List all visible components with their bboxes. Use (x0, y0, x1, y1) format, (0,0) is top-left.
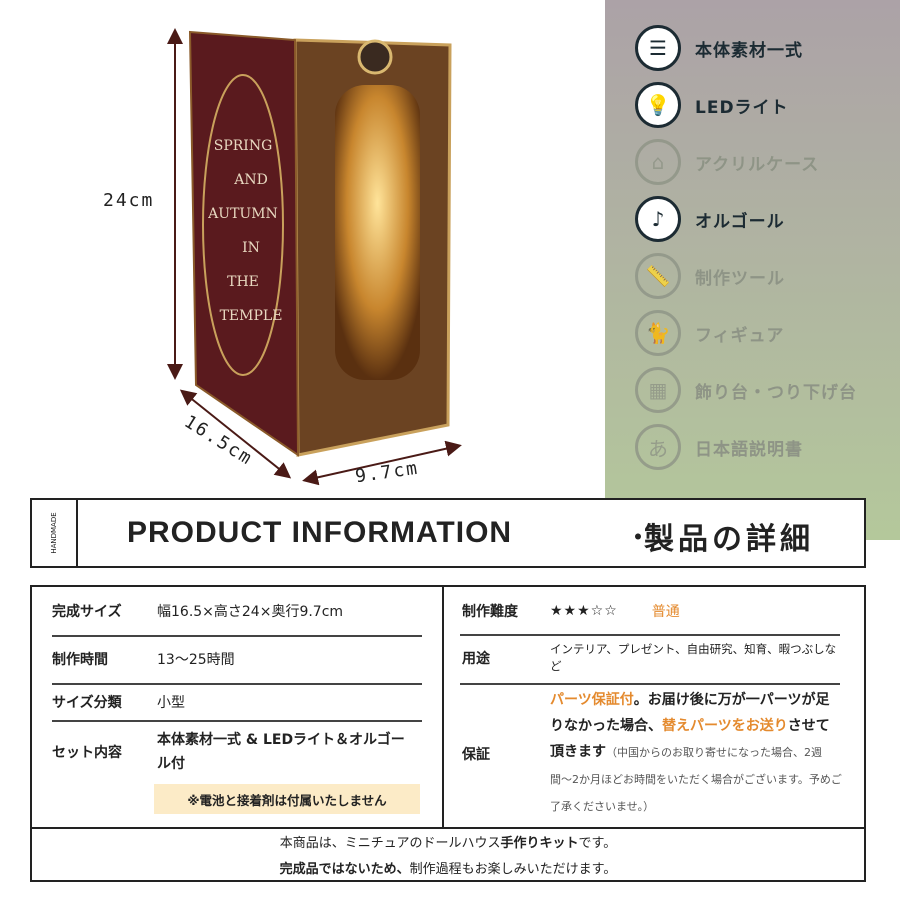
feature-item: 📏 制作ツール (635, 250, 785, 302)
row-divider (52, 635, 422, 637)
difficulty-stars: ★★★☆☆ (550, 603, 618, 619)
cover-frame (202, 74, 284, 376)
row-divider (52, 720, 422, 722)
row-divider (460, 634, 840, 636)
difficulty-level: 普通 (651, 604, 680, 620)
battery-notice: ※電池と接着剤は付属いたしません (154, 784, 420, 814)
warranty-highlight: 替えパーツをお送り (662, 718, 788, 734)
included-items-panel: ☰ 本体素材一式 💡 LEDライト ⌂ アクリルケース ♪ オルゴール 📏 制作ツール 🐈 フィギュア… (605, 0, 900, 540)
cover-title-word: THE (227, 274, 259, 290)
section-header: HANDMADE PRODUCT INFORMATION ・ 製品の詳細 (30, 498, 866, 568)
notice-bold: 完成品ではないため、 (279, 862, 410, 877)
feature-label: 日本語説明書 (695, 439, 803, 460)
feature-label: LEDライト (695, 97, 789, 118)
row-size-class: サイズ分類 小型 (52, 692, 185, 712)
column-divider (442, 587, 444, 827)
notice-bold: 手作りキット (500, 836, 579, 851)
easel-icon: ▦ (635, 367, 681, 413)
feature-item: ▦ 飾り台・つり下げ台 (635, 364, 857, 416)
house-icon: ⌂ (635, 139, 681, 185)
row-key: 保証 (462, 746, 490, 763)
handmade-label: HANDMADE (50, 512, 58, 554)
row-contents: セット内容 本体素材一式 & LEDライト＆オルゴール付 (52, 728, 422, 776)
row-divider (52, 683, 422, 685)
music-note-icon: ♪ (635, 196, 681, 242)
row-difficulty: 制作難度 ★★★☆☆ 普通 (462, 601, 680, 621)
feature-label: 飾り台・つり下げ台 (695, 382, 857, 403)
warranty-note: （中国からのお取り寄せになった場合、2週間〜2か月ほどお時間をいただく場合がござ… (550, 746, 842, 813)
warranty-highlight: パーツ保証付 (550, 692, 634, 708)
notice-text: です。 (578, 836, 617, 851)
feature-label: オルゴール (695, 211, 785, 232)
cover-title-word: AUTUMN (207, 206, 278, 222)
cat-icon: 🐈 (635, 310, 681, 356)
depth-arrow (302, 440, 462, 486)
row-key: 制作時間 (52, 652, 108, 668)
warranty-body: 。お届け後に万が一パーツが足りなかった場合、 (550, 692, 830, 734)
notice-text: 本商品は、ミニチュアのドールハウス (279, 836, 501, 851)
cover-title-word: IN (242, 240, 260, 256)
row-value: 幅16.5×高さ24×奥行9.7cm (157, 604, 344, 620)
cover-title-word: TEMPLE (220, 308, 283, 324)
feature-label: フィギュア (695, 325, 785, 346)
feature-item: ☰ 本体素材一式 (635, 22, 803, 74)
footer-divider (32, 827, 864, 829)
warranty-body: させて頂きます (550, 718, 830, 760)
row-key: 制作難度 (462, 604, 518, 620)
row-time: 制作時間 13〜25時間 (52, 649, 235, 669)
row-warranty: 保証 パーツ保証付。お届け後に万が一パーツが足りなかった場合、替えパーツをお送り… (462, 687, 852, 820)
warranty-text: パーツ保証付。お届け後に万が一パーツが足りなかった場合、替えパーツをお送りさせて… (550, 687, 842, 820)
row-value: 13〜25時間 (157, 652, 235, 668)
feature-item: ♪ オルゴール (635, 193, 785, 245)
notice-text: 制作過程もお楽しみいただけます。 (409, 862, 617, 877)
hiragana-a-icon: あ (635, 424, 681, 470)
feature-label: 本体素材一式 (695, 40, 803, 61)
width-arrow (179, 389, 292, 479)
row-key: サイズ分類 (52, 695, 122, 711)
feature-item: 🐈 フィギュア (635, 307, 784, 359)
cover-title-word: AND (233, 172, 268, 188)
row-divider (460, 683, 840, 685)
row-usage: 用途 インテリア、プレゼント、自由研究、知育、暇つぶしなど (462, 641, 840, 675)
title-separator: ・ (624, 521, 653, 554)
feature-item: 💡 LEDライト (635, 79, 789, 131)
feature-item: あ日本語説明書 (635, 421, 803, 473)
cover-title-word: SPRING (214, 138, 273, 154)
handmade-label-box: HANDMADE (32, 500, 78, 566)
feature-label: アクリルケース (695, 154, 820, 175)
product-image: SPRING AND AUTUMN IN THE TEMPLE (167, 28, 462, 486)
row-key: 完成サイズ (52, 604, 122, 620)
height-label: 24cm (103, 190, 155, 211)
book-interior (335, 85, 420, 380)
feature-label: 制作ツール (695, 268, 785, 289)
page-title-jp: 製品の詳細 (644, 522, 814, 557)
page-title: PRODUCT INFORMATION (127, 516, 513, 549)
row-value: インテリア、プレゼント、自由研究、知育、暇つぶしなど (550, 642, 837, 673)
row-key: 用途 (462, 651, 490, 667)
clock-ornament (357, 39, 393, 75)
ruler-icon: 📏 (635, 253, 681, 299)
row-value: 小型 (157, 695, 185, 711)
row-size: 完成サイズ 幅16.5×高さ24×奥行9.7cm (52, 601, 343, 621)
feature-item: ⌂ アクリルケース (635, 136, 819, 188)
lightbulb-icon: 💡 (635, 82, 681, 128)
product-info-table: 完成サイズ 幅16.5×高さ24×奥行9.7cm 制作時間 13〜25時間 サイ… (30, 585, 866, 882)
row-value: 本体素材一式 & LEDライト＆オルゴール付 (157, 732, 405, 772)
kit-notice: 本商品は、ミニチュアのドールハウス手作りキットです。 完成品ではないため、制作過… (32, 831, 864, 883)
book-cover (188, 30, 300, 457)
wood-planks-icon: ☰ (635, 25, 681, 71)
row-key: セット内容 (52, 745, 122, 761)
